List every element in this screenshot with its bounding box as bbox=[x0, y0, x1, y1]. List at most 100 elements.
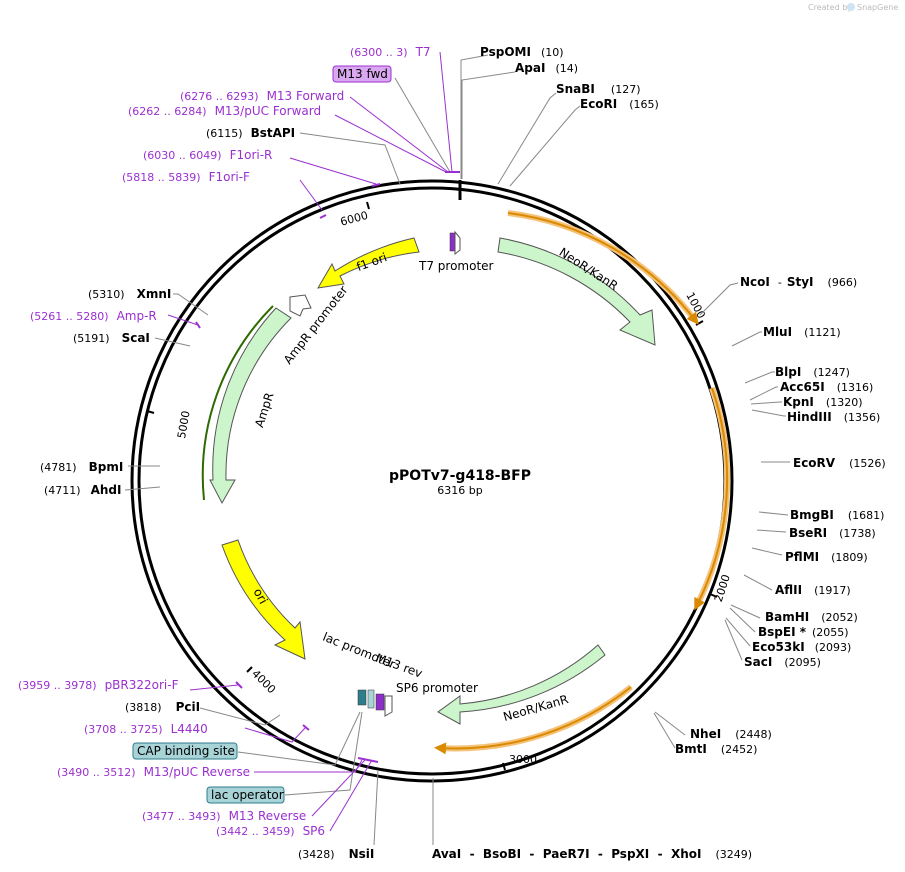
cap-binding-mark bbox=[367, 689, 375, 709]
ahdi-label: (4711)AhdI bbox=[44, 483, 121, 497]
apai-label: ApaI(14) bbox=[515, 61, 578, 75]
tick-6000-label: 6000 bbox=[339, 209, 369, 229]
bmti-label: BmtI(2452) bbox=[675, 742, 757, 756]
pcii-label: (3818)PciI bbox=[125, 700, 200, 714]
ampr-promoter-arrow bbox=[289, 294, 312, 317]
f1ori-f-lead bbox=[299, 179, 323, 211]
m13puc-forward-lead bbox=[334, 114, 447, 173]
f1ori-r-lead bbox=[289, 157, 377, 185]
apai-lead bbox=[461, 71, 516, 179]
f1ori-r-mark bbox=[371, 183, 381, 187]
snapgene-logo-icon bbox=[847, 3, 855, 11]
m13-fwd-box[interactable] bbox=[332, 65, 392, 83]
credit-text: Created by bbox=[808, 3, 852, 12]
m13puc-reverse-lead bbox=[254, 759, 363, 773]
ahdi-lead bbox=[124, 486, 161, 491]
sp6-primer-label: (3442 .. 3459)SP6 bbox=[216, 824, 325, 838]
bamhi-lead bbox=[730, 604, 761, 619]
acc65i-label: Acc65I(1316) bbox=[780, 380, 873, 394]
pflmi-lead bbox=[751, 547, 783, 556]
backbone-outer bbox=[130, 179, 734, 783]
cap-binding-box[interactable] bbox=[132, 742, 238, 760]
orf-arc-top bbox=[507, 212, 699, 325]
f1-ori-arrow[interactable] bbox=[317, 237, 420, 289]
pbr322-lead bbox=[189, 684, 239, 691]
mlui-lead bbox=[731, 331, 762, 347]
ori-label: ori bbox=[251, 586, 271, 606]
bseri-label: BseRI(1738) bbox=[789, 526, 876, 540]
m13-fwd-box-label: M13 fwd bbox=[337, 67, 388, 81]
eco53ki-label: Eco53kI(2093) bbox=[752, 640, 851, 654]
ecori-label: EcoRI(165) bbox=[580, 97, 659, 111]
tick-3000-label: 3000 bbox=[509, 753, 537, 766]
pspomi-lead bbox=[460, 54, 489, 179]
nhei-label: NheI(2448) bbox=[690, 727, 772, 741]
f1ori-f-mark bbox=[319, 214, 327, 219]
avai-group-label: AvaI - BsoBI - PaeR7I - PspXI - XhoI(324… bbox=[432, 847, 752, 861]
kpni-lead bbox=[750, 401, 782, 405]
bamhi-label: BamHI(2052) bbox=[765, 610, 858, 624]
l4440-lead bbox=[244, 727, 306, 743]
bstapi-label: (6115)BstAPI bbox=[206, 126, 295, 140]
lac-operator-box[interactable] bbox=[206, 786, 285, 804]
bspei-lead bbox=[729, 607, 756, 633]
pbr322-mark bbox=[235, 681, 243, 689]
t7-promoter-mark bbox=[449, 232, 456, 252]
l4440-label: (3708 .. 3725)L4440 bbox=[84, 722, 208, 736]
tick-marks bbox=[146, 201, 718, 771]
ori-arrow[interactable] bbox=[221, 539, 306, 660]
sp6-promoter-arrow bbox=[384, 695, 393, 717]
orf-arc-bottom bbox=[434, 686, 632, 755]
eco53ki-lead bbox=[725, 617, 751, 647]
scai-label: (5191)ScaI bbox=[73, 331, 150, 345]
ncoi-lead bbox=[699, 282, 739, 316]
t7-primer-label: (6300 .. 3)T7 bbox=[350, 45, 431, 59]
m13fwd-lead bbox=[394, 77, 451, 173]
bpmi-label: (4781)BpmI bbox=[40, 460, 123, 474]
t7-promoter-label: T7 promoter bbox=[418, 259, 494, 273]
neor-kanr-bottom-arrow[interactable] bbox=[437, 644, 606, 725]
t7-promoter-arrow bbox=[454, 230, 461, 256]
m13reverse-lead bbox=[311, 759, 366, 817]
neor-kanr-top-arrow[interactable] bbox=[497, 237, 656, 346]
nhei-lead bbox=[654, 711, 686, 736]
bseri-lead bbox=[756, 529, 787, 533]
m13-rev-label: M13 rev bbox=[374, 651, 424, 681]
acc65i-lead bbox=[749, 386, 778, 401]
lac-operator-box-label: lac operator bbox=[211, 788, 284, 802]
xmni-lead bbox=[173, 293, 209, 316]
pflmi-label: PflMI(1809) bbox=[785, 550, 868, 564]
hindiii-lead bbox=[751, 409, 786, 417]
saci-label: SacI(2095) bbox=[744, 655, 821, 669]
scai-lead bbox=[154, 337, 191, 347]
mlui-label: MluI(1121) bbox=[763, 325, 841, 339]
cap-binding-box-label: CAP binding site bbox=[137, 744, 235, 758]
snabi-lead bbox=[497, 92, 557, 185]
pcii-lead bbox=[199, 707, 281, 726]
bspei-label: BspEI *(2055) bbox=[758, 625, 849, 639]
m13puc-reverse-label: (3490 .. 3512)M13/pUC Reverse bbox=[57, 765, 250, 779]
plasmid-size: 6316 bp bbox=[437, 484, 482, 497]
nsii-label: (3428)NsiI bbox=[298, 847, 374, 861]
m13puc-forward-label: (6262 .. 6284)M13/pUC Forward bbox=[128, 104, 321, 118]
bmti-lead bbox=[653, 712, 676, 749]
f1-ori-label: f1 ori bbox=[355, 250, 389, 274]
t7-primer-lead bbox=[439, 51, 453, 173]
ampr-orf-line bbox=[201, 305, 274, 501]
bmgbi-lead bbox=[758, 511, 789, 516]
ampr-arrow[interactable] bbox=[209, 307, 292, 505]
saci-lead bbox=[724, 619, 743, 661]
sp6-promoter-label: SP6 promoter bbox=[396, 681, 478, 695]
lac-operator-mark bbox=[357, 689, 367, 706]
pspomi-label: PspOMI(10) bbox=[480, 45, 564, 59]
f1ori-f-label: (5818 .. 5839)F1ori-F bbox=[122, 170, 250, 184]
m13reverse-label: (3477 .. 3493)M13 Reverse bbox=[142, 809, 306, 823]
orf-arc-right bbox=[694, 387, 729, 611]
plasmid-name: pPOTv7-g418-BFP bbox=[389, 468, 531, 484]
m13forward-lead bbox=[349, 96, 449, 173]
bottom-primer-marks bbox=[357, 757, 379, 763]
ecori-lead bbox=[509, 105, 581, 187]
aflii-lead bbox=[743, 574, 773, 591]
snabi-label: SnaBI(127) bbox=[556, 82, 641, 96]
